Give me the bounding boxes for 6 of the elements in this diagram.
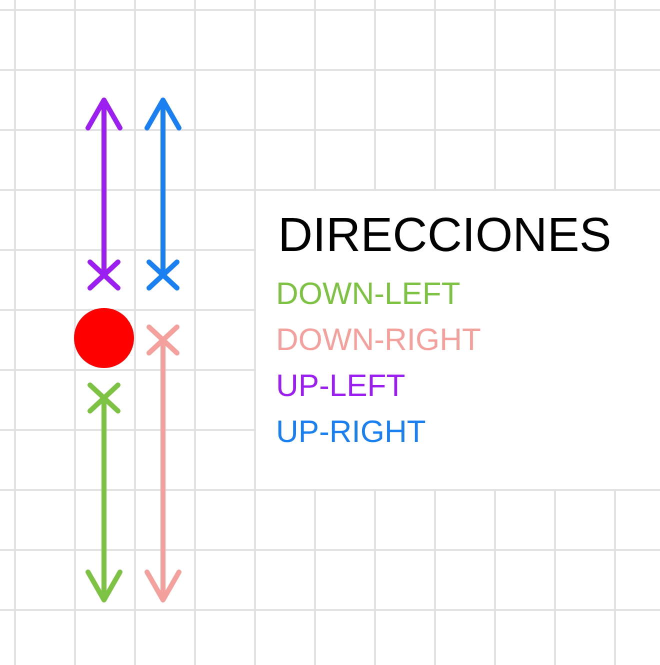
legend-label: UP-RIGHT [276, 414, 426, 450]
dot [74, 308, 134, 368]
legend-label: UP-LEFT [276, 368, 406, 404]
legend-label: DOWN-RIGHT [276, 322, 481, 358]
title: DIRECCIONES [278, 208, 612, 263]
legend-label: DOWN-LEFT [276, 276, 460, 312]
